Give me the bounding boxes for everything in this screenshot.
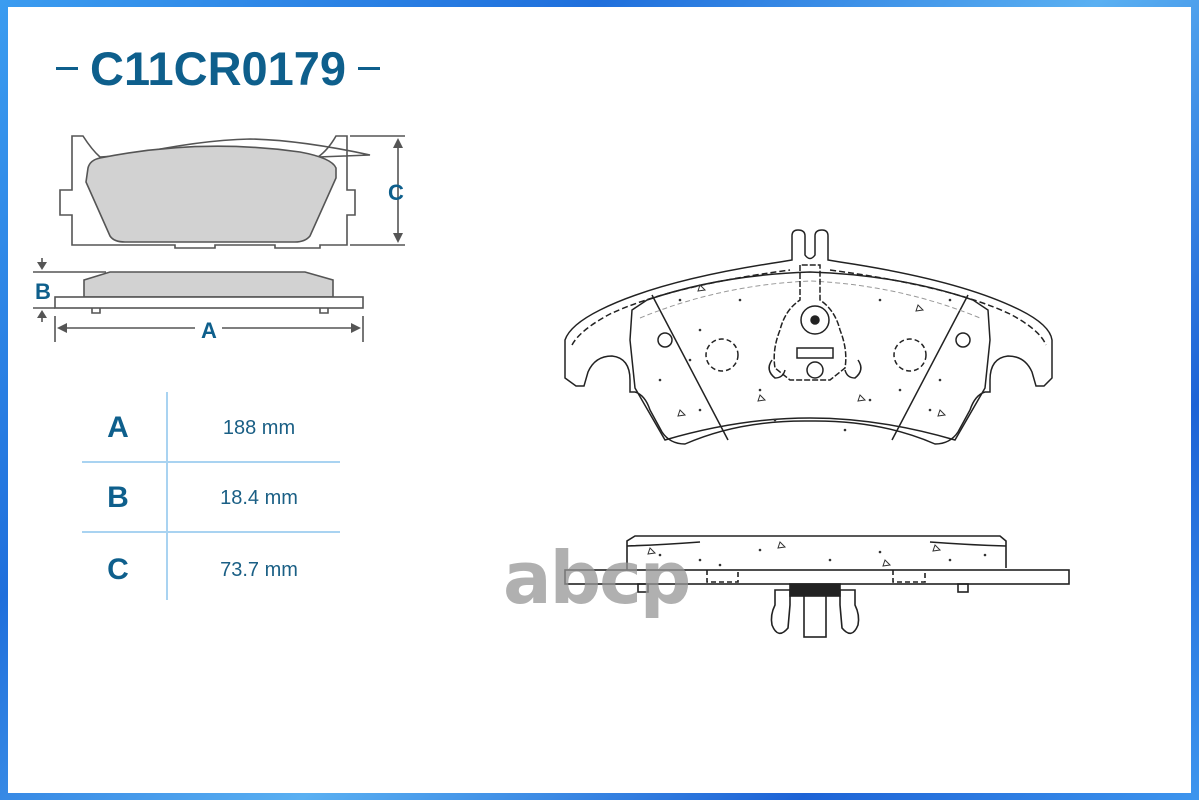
dimension-key: B [107,481,129,514]
dimension-key: A [107,411,129,444]
part-number: C11CR0179 [90,41,347,95]
product-sheet [8,7,1191,793]
watermark-logo: abcp [503,536,691,620]
dimension-label-a: A [201,318,217,343]
dimension-value: 73.7 mm [220,558,298,581]
table-divider [82,461,340,463]
table-row: C 73.7 mm [82,536,340,604]
dimension-label-b: B [35,279,51,304]
dimension-key: C [107,553,129,586]
dimension-label-c: C [388,180,404,205]
table-divider-vertical [166,392,168,600]
table-row: A 188 mm [82,394,340,462]
title-dash-right [358,66,381,70]
dimension-value: 188 mm [222,416,296,439]
table-divider [82,531,340,533]
dimension-value: 18.4 mm [220,486,298,509]
part-number-title: C11CR0179 [44,38,392,98]
dimensions-table: A 188 mm B 18.4 mm C 73.7 mm [82,392,340,602]
table-row: B 18.4 mm [82,464,340,532]
title-dash-left [56,66,78,70]
